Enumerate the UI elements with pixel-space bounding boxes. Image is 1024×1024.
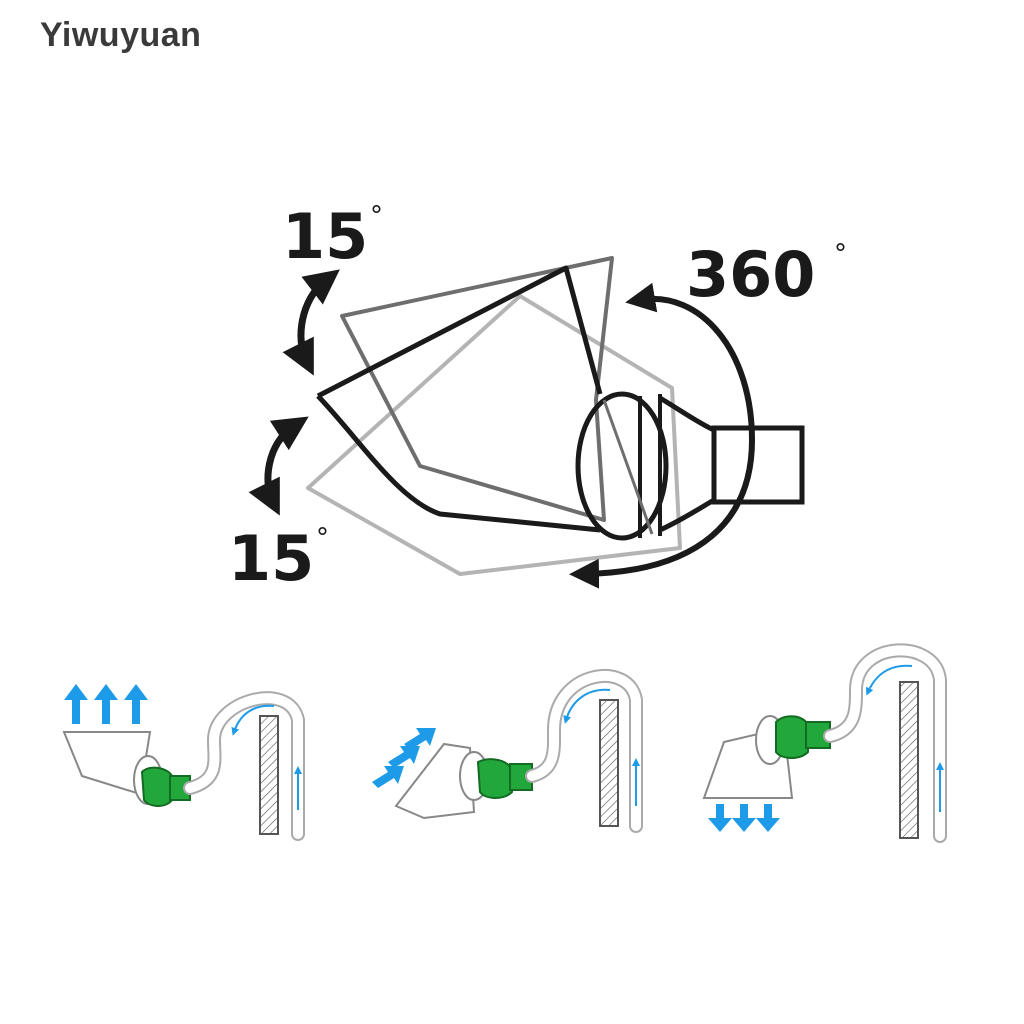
- tilt-down-label: 15: [228, 522, 314, 595]
- flow-arrows-up: [64, 684, 148, 724]
- ball-joint: [575, 391, 669, 541]
- brand-logo-text: Yiwuyuan: [40, 16, 202, 54]
- rotation-diagram: 15 ° 15 ° 360 °: [228, 200, 847, 595]
- tilt-up-degree: °: [370, 201, 383, 231]
- tank-wall: [599, 699, 619, 827]
- tank-wall: [899, 681, 919, 839]
- tilt-up-arrow: [282, 269, 340, 376]
- outflow-pipe: [823, 643, 947, 843]
- flow-arrows-up-left: [372, 728, 436, 788]
- tank-wall: [259, 715, 279, 835]
- scene-flow-up-left: [372, 669, 643, 833]
- rotate-360-arrow: [569, 282, 756, 589]
- rotate-label: 360: [686, 238, 815, 311]
- scene-flow-down: [702, 643, 947, 843]
- outflow-pipe: [525, 669, 643, 833]
- green-joint: [476, 758, 513, 799]
- outflow-pipe: [183, 691, 305, 841]
- scene-flow-up: [62, 684, 305, 841]
- flow-arrows-down: [708, 804, 780, 832]
- tilt-up-label: 15: [282, 200, 368, 273]
- nozzle-outline-tilt-down: [306, 294, 682, 576]
- tilt-down-degree: °: [316, 523, 329, 553]
- tilt-down-arrow: [248, 416, 309, 516]
- nozzle-outline-center: [316, 265, 603, 533]
- rotate-degree: °: [834, 239, 847, 269]
- green-joint: [775, 715, 809, 759]
- inlet-tube: [711, 425, 805, 505]
- green-joint: [140, 766, 173, 807]
